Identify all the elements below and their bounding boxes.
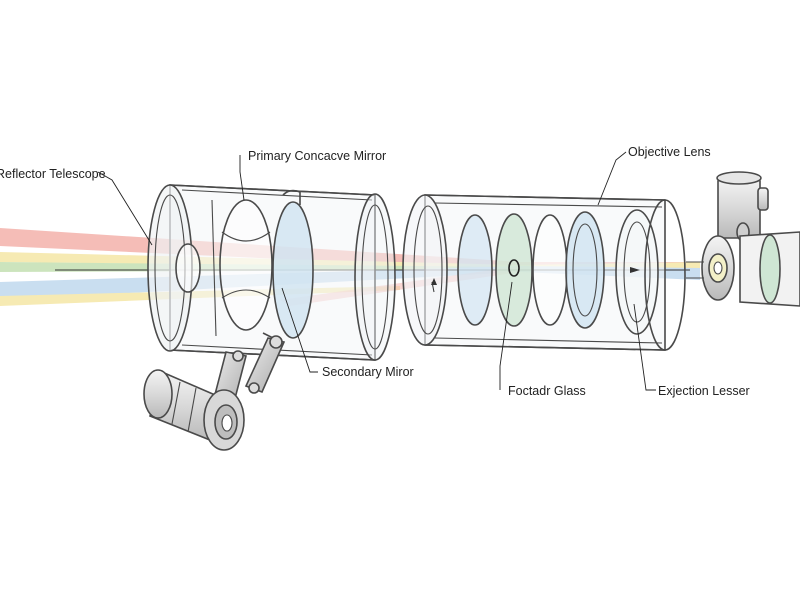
focal-glass [495,213,533,327]
label-focal-glass: Foctadr Glass [508,384,586,398]
reflector-back-rim [354,193,396,361]
refractor-front-rim [402,194,448,346]
reflector-tube [147,184,396,361]
lens-element-3 [532,214,568,326]
refractor-tube [402,194,686,351]
reflector-aperture [175,243,201,293]
label-objective-lens: Objective Lens [628,145,711,159]
objective-lens [615,209,659,335]
eyepiece-end [143,369,173,419]
label-reflector-telescope: Reflector Telescope [0,167,106,181]
lens-element-4 [565,211,605,329]
label-ejection-lens: Exjection Lesser [658,384,750,398]
label-primary-mirror: Primary Concacve Mirror [248,149,386,163]
lens-element-1 [457,214,493,326]
label-secondary-mirror: Secondary Miror [322,365,414,379]
refractor-back-rim [644,199,686,351]
eyepiece-assembly [686,171,800,307]
labels: Reflector Telescope Primary Concacve Mir… [0,145,750,398]
mount-assembly [143,335,286,451]
primary-mirror [219,199,273,331]
secondary-mirror [272,201,314,339]
